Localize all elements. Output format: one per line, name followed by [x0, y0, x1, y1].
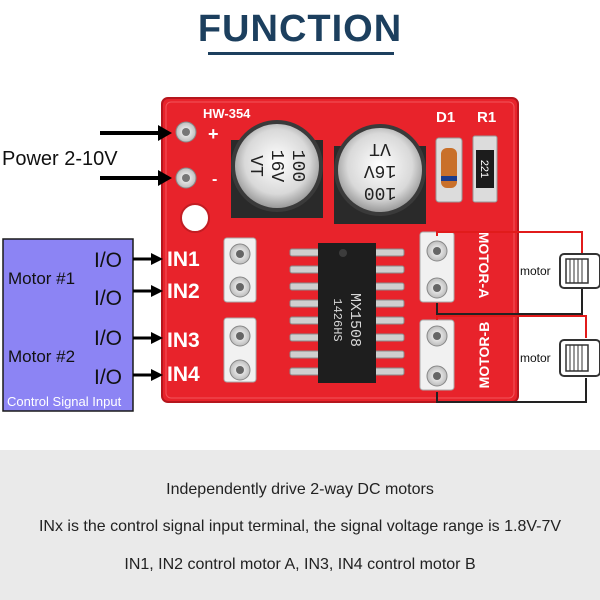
input-header	[223, 237, 257, 383]
chip-pin	[289, 367, 321, 376]
in4-label: IN4	[167, 363, 200, 386]
cap-left-value: 100	[287, 150, 307, 182]
chip-pin	[289, 333, 321, 342]
motor-b-icon	[559, 339, 600, 377]
chip-pin	[373, 248, 405, 257]
io-label-1: I/O	[94, 249, 122, 272]
description-line-2: INx is the control signal input terminal…	[38, 518, 562, 535]
cap-left-voltage: 16V	[266, 150, 286, 183]
description-line-3: IN1, IN2 control motor A, IN3, IN4 contr…	[124, 556, 476, 573]
cap-right-value: 100	[364, 182, 396, 202]
chip-pin	[289, 265, 321, 274]
control-signal-box	[2, 238, 134, 412]
chip-pin	[289, 316, 321, 325]
io-label-2: I/O	[94, 287, 122, 310]
chip-pin	[373, 316, 405, 325]
description-line-1: Independently drive 2-way DC motors	[166, 481, 434, 498]
mounting-hole	[180, 203, 210, 233]
chip-pin	[373, 282, 405, 291]
motor-b-wiring	[436, 315, 587, 403]
motor-a-icon	[559, 253, 600, 289]
chip-pin	[289, 299, 321, 308]
motor-b-board-label: MOTOR-B	[476, 322, 492, 389]
in3-label: IN3	[167, 329, 200, 352]
cap-right-voltage: 16V	[364, 160, 397, 180]
d1-label: D1	[436, 109, 455, 126]
title-underline	[208, 52, 394, 55]
chip-pin	[373, 350, 405, 359]
chip-pin	[373, 333, 405, 342]
motor2-label: Motor #2	[8, 347, 75, 366]
motor-a-label: motor	[520, 264, 551, 278]
chip-pin	[373, 265, 405, 274]
control-arrows	[133, 253, 163, 381]
io-label-3: I/O	[94, 327, 122, 350]
board-model-label: HW-354	[203, 106, 251, 121]
resistor-code: 221	[478, 160, 490, 178]
cap-left-series: VT	[245, 155, 265, 177]
diode-d1	[435, 137, 463, 203]
motor-a-board-label: MOTOR-A	[476, 232, 492, 299]
power-minus-label: -	[212, 171, 217, 188]
driver-chip: MX1508 1426HS	[289, 243, 405, 383]
motor-a-wiring	[436, 231, 583, 315]
chip-pin	[373, 299, 405, 308]
chip-pin	[373, 367, 405, 376]
motor-output-header	[419, 231, 455, 391]
power-arrows	[100, 125, 172, 186]
motor1-label: Motor #1	[8, 269, 75, 288]
chip-pin	[289, 248, 321, 257]
chip-pin	[289, 282, 321, 291]
power-plus-label: +	[208, 124, 219, 144]
io-label-4: I/O	[94, 366, 122, 389]
chip-model: MX1508	[346, 293, 363, 347]
control-signal-caption: Control Signal Input	[7, 394, 122, 409]
chip-pin	[289, 350, 321, 359]
description-panel	[0, 450, 600, 600]
in1-label: IN1	[167, 248, 200, 271]
in2-label: IN2	[167, 280, 200, 303]
module-diagram: HW-354 + - D1 R1 100 16V VT 100 16V VT	[2, 97, 600, 412]
resistor-r1: 221	[472, 135, 498, 203]
cap-right-series: VT	[369, 138, 391, 158]
power-label: Power 2-10V	[2, 148, 118, 170]
r1-label: R1	[477, 109, 496, 126]
page-title: FUNCTION	[197, 8, 403, 50]
motor-b-label: motor	[520, 351, 551, 365]
capacitor-right: 100 16V VT	[334, 124, 426, 224]
chip-batch: 1426HS	[330, 298, 344, 341]
capacitor-left: 100 16V VT	[231, 120, 323, 218]
